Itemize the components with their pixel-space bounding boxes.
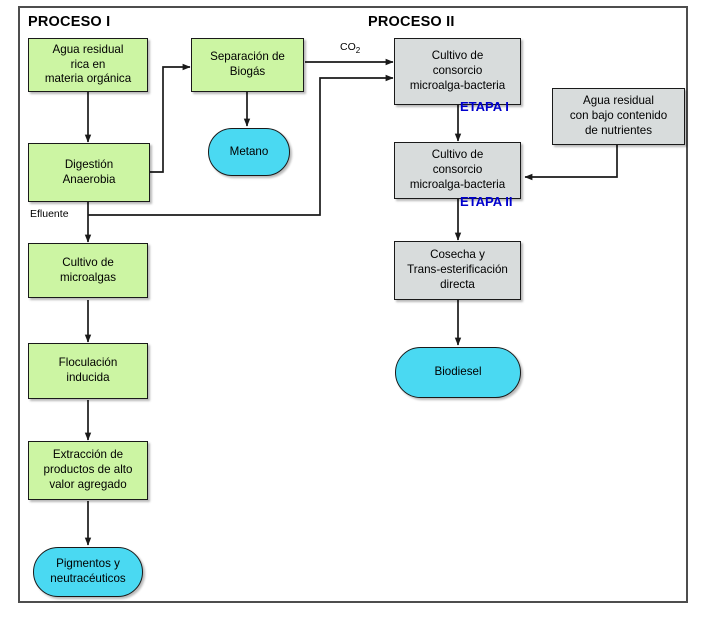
stage-label-etapa-1: ETAPA I: [460, 99, 509, 114]
co2-text: CO: [340, 41, 356, 53]
co2-subscript: 2: [355, 46, 361, 56]
node-biodiesel[interactable]: Biodiesel: [395, 347, 521, 398]
node-metano[interactable]: Metano: [208, 128, 290, 176]
node-biodiesel-label: Biodiesel: [434, 365, 482, 379]
edge-label-efluente: Efluente: [30, 208, 69, 220]
edge-label-co2: CO2: [340, 41, 360, 55]
title-proceso-2: PROCESO II: [368, 14, 455, 30]
title-proceso-1: PROCESO I: [28, 14, 111, 30]
node-metano-label: Metano: [229, 144, 269, 158]
stage-label-etapa-2: ETAPA II: [460, 194, 513, 209]
